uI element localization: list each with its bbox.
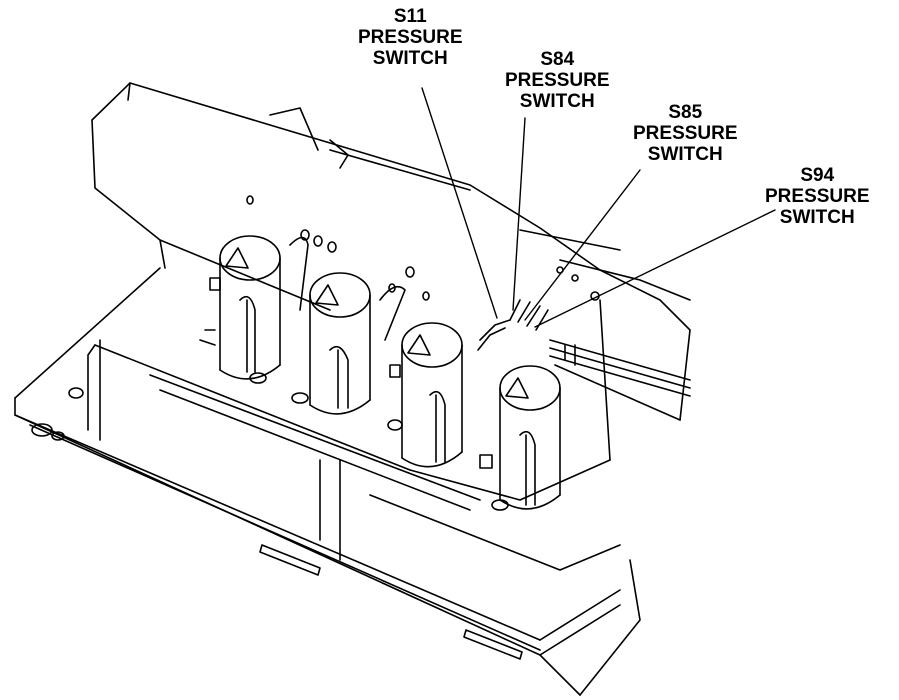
refrigerant-piping (199, 299, 691, 421)
callout-s11: S11 PRESSURE SWITCH (358, 6, 463, 69)
compressor-1 (209, 235, 309, 384)
callout-s84: S84 PRESSURE SWITCH (505, 49, 610, 112)
compressor-3 (387, 322, 463, 468)
compressor-2 (291, 272, 406, 415)
callout-s11-line2: PRESSURE (358, 27, 463, 48)
rear-panel (91, 82, 691, 421)
callout-s84-id: S84 (540, 49, 575, 70)
leader-s85 (524, 169, 641, 321)
callout-s85-line2: PRESSURE (633, 123, 738, 144)
leader-s84 (512, 117, 526, 311)
callout-s94-line3: SWITCH (779, 207, 855, 228)
callout-s85-id: S85 (668, 102, 703, 123)
base-frame (14, 267, 641, 696)
callout-s11-id: S11 (393, 6, 427, 27)
callout-leader-lines (421, 87, 776, 328)
callout-s94: S94 PRESSURE SWITCH (765, 165, 870, 228)
leader-s11 (421, 87, 498, 319)
base-slots (31, 387, 523, 660)
leader-s94 (534, 209, 776, 328)
callout-s84-line3: SWITCH (519, 91, 595, 112)
callout-s85: S85 PRESSURE SWITCH (633, 102, 738, 165)
callout-s94-line2: PRESSURE (765, 186, 870, 207)
callout-s11-line3: SWITCH (372, 48, 448, 69)
callout-s94-id: S94 (800, 165, 835, 186)
callout-s84-line2: PRESSURE (505, 70, 610, 91)
compressor-4 (479, 365, 561, 511)
callout-s85-line3: SWITCH (647, 144, 723, 165)
panel-holes (246, 195, 600, 301)
